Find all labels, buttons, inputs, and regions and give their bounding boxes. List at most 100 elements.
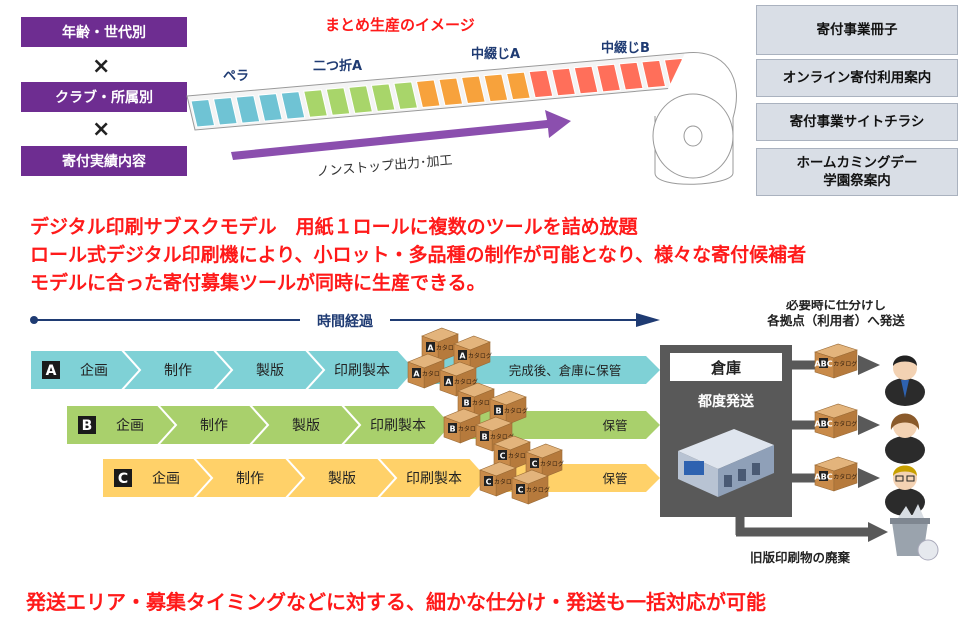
- svg-text:カタログ: カタログ: [540, 460, 564, 468]
- print-cell: [393, 81, 419, 110]
- svg-text:C: C: [500, 452, 506, 461]
- print-cell: [438, 77, 464, 107]
- row-letter-badge: [114, 469, 132, 487]
- label-nakatoji-b: 中綴じB: [601, 40, 650, 56]
- print-cell: [573, 65, 599, 95]
- outcome-label: 保管: [602, 471, 627, 486]
- user-icon: [885, 465, 925, 516]
- print-cell: [258, 93, 283, 122]
- stage-label: 制作: [200, 418, 228, 434]
- disposal-arrow: [868, 522, 888, 542]
- tool-booklet: 寄付事業冊子: [756, 5, 958, 55]
- svg-text:A: A: [413, 370, 420, 379]
- svg-text:C: C: [532, 460, 538, 469]
- stage-label: 製版: [256, 363, 284, 379]
- print-cell: [370, 83, 396, 112]
- svg-text:B: B: [495, 407, 501, 416]
- svg-text:カタログ: カタログ: [436, 344, 460, 352]
- timeline-label-bg: [300, 310, 390, 330]
- svg-text:カタログ: カタログ: [833, 473, 857, 481]
- times-symbol: ×: [92, 54, 111, 79]
- svg-text:カタログ: カタログ: [458, 425, 482, 433]
- criteria-age-label: 年齢・世代別: [62, 25, 146, 41]
- timeline-label: 時間経過: [317, 313, 374, 330]
- svg-text:ABC: ABC: [814, 473, 832, 482]
- print-cell: [325, 87, 351, 116]
- timeline-start: [30, 316, 38, 324]
- print-cell: [618, 61, 644, 91]
- nonstop-arrow: [231, 110, 571, 160]
- svg-text:ABC: ABC: [814, 360, 832, 369]
- stage-label: 印刷製本: [406, 471, 462, 487]
- print-cell: [641, 59, 667, 89]
- headline-line2: ロール式デジタル印刷機により、小ロット・多品種の制作が可能となり、様々な寄付候補…: [30, 244, 807, 266]
- svg-text:A: A: [459, 352, 466, 361]
- stage-chevron: [303, 349, 418, 391]
- svg-text:A: A: [445, 378, 452, 387]
- dispatch-note-1: 必要時に仕分けし: [785, 300, 886, 312]
- outcome-label: 完成後、倉庫に保管: [509, 363, 622, 378]
- stage-chevron: [375, 457, 490, 499]
- svg-text:カタログ: カタログ: [508, 452, 532, 460]
- print-cells: [190, 57, 689, 128]
- print-cell: [415, 79, 441, 108]
- print-cell: [506, 71, 531, 101]
- warehouse-panel: 倉庫 都度発送: [660, 345, 792, 517]
- dispatch-arrow: [858, 415, 880, 435]
- stage-label: 製版: [292, 418, 320, 434]
- svg-text:カタログ: カタログ: [422, 370, 446, 378]
- stage-label: 企画: [116, 417, 144, 434]
- print-cell: [190, 98, 216, 128]
- print-cell: [528, 69, 554, 99]
- dispatch-arrow: [858, 355, 880, 375]
- user-icon: [885, 413, 925, 464]
- print-cell: [348, 85, 374, 114]
- disposal-label: 旧版印刷物の廃棄: [750, 550, 851, 565]
- stage-label: 企画: [80, 362, 108, 379]
- row-letter-badge: [78, 416, 96, 434]
- tool-online-guide: オンライン寄付利用案内: [756, 59, 958, 97]
- svg-text:カタログ: カタログ: [504, 407, 528, 415]
- dispatch-note-2: 各拠点（利用者）へ発送: [766, 313, 905, 328]
- tool-homecoming: ホームカミングデー 学園祭案内: [756, 148, 958, 196]
- criteria-donation-label: 寄付実績内容: [62, 154, 146, 170]
- criteria-club-label: クラブ・所属別: [55, 90, 153, 106]
- row-letter: C: [118, 471, 128, 487]
- criteria-donation: 寄付実績内容: [21, 146, 187, 176]
- tool-site-flyer-label: 寄付事業サイトチラシ: [789, 114, 925, 130]
- row-letter-badge: [42, 361, 60, 379]
- warehouse-title-box: 倉庫: [670, 353, 782, 381]
- label-pera: ペラ: [223, 69, 249, 84]
- svg-text:カタログ: カタログ: [833, 360, 857, 368]
- roll-title: まとめ生産のイメージ: [325, 16, 475, 34]
- stage-label: 企画: [152, 470, 180, 487]
- row-letter: A: [46, 363, 57, 379]
- stage-label: 制作: [236, 471, 264, 487]
- stage-label: 制作: [164, 363, 192, 379]
- headline-line1: デジタル印刷サブスクモデル 用紙１ロールに複数のツールを詰め放題: [30, 216, 638, 238]
- headline-line3: モデルに合った寄付募集ツールが同時に生産できる。: [30, 272, 486, 294]
- svg-text:カタログ: カタログ: [468, 352, 492, 360]
- roll-core: [683, 125, 703, 147]
- nonstop-label: ノンストップ出力･加工: [316, 153, 453, 180]
- warehouse-building-icon: [678, 429, 774, 497]
- svg-text:カタログ: カタログ: [490, 433, 514, 441]
- trash-icon: [890, 504, 939, 561]
- footer-text: 発送エリア・募集タイミングなどに対する、細かな仕分け・発送も一括対応が可能: [26, 590, 766, 614]
- print-cell: [235, 95, 261, 124]
- tool-booklet-label: 寄付事業冊子: [816, 22, 898, 38]
- print-cell: [551, 67, 576, 97]
- svg-text:カタログ: カタログ: [526, 486, 550, 494]
